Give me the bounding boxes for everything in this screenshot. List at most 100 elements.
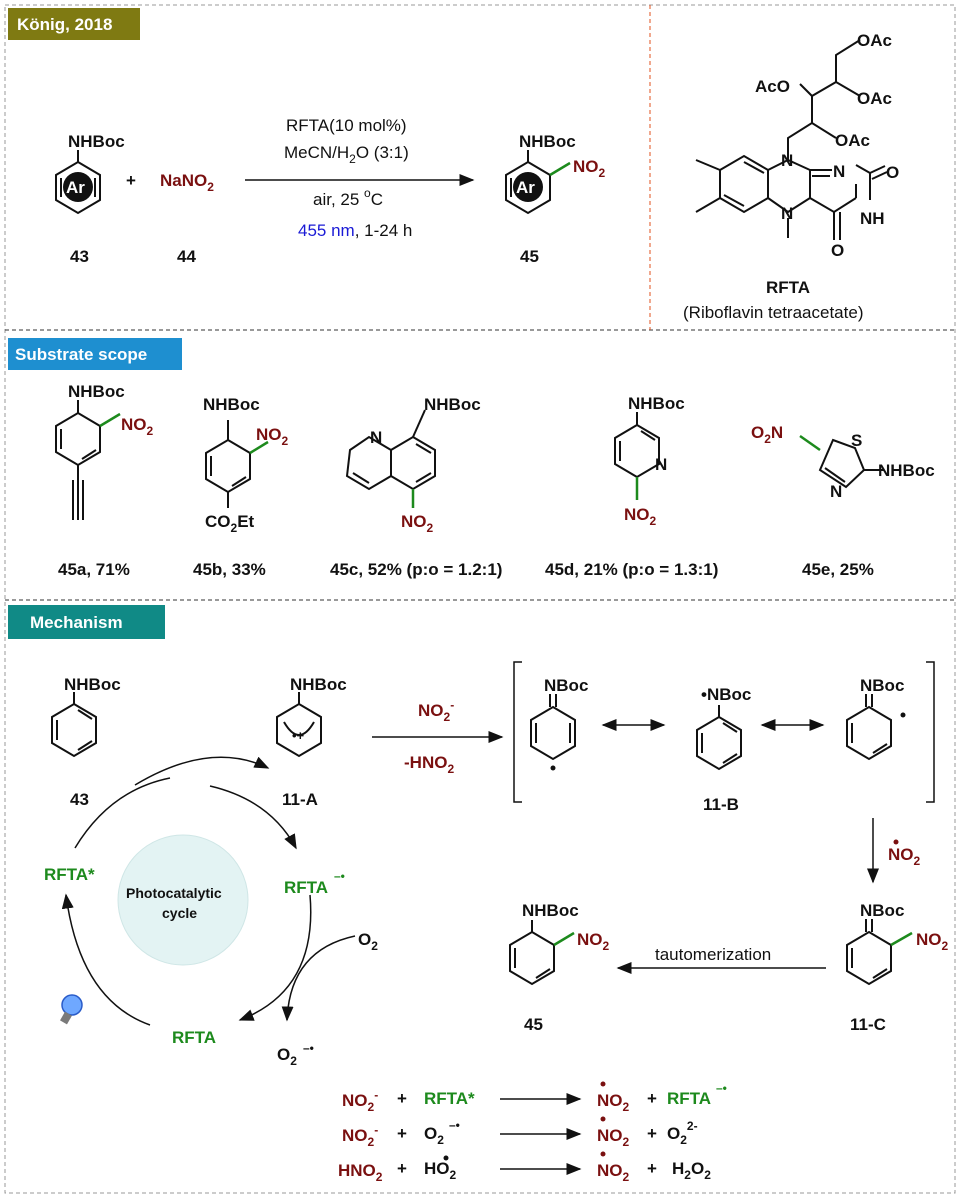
res2-nboc: •NBoc — [701, 685, 751, 704]
bracket-right — [926, 661, 935, 803]
badge-scope-text: Substrate scope — [15, 345, 147, 364]
eq3-left2: HO2 — [424, 1159, 457, 1182]
badge-scope — [8, 338, 182, 370]
eq2-plus2: + — [647, 1124, 657, 1143]
rfta-structure — [695, 39, 888, 240]
product-nhboc: NHBoc — [519, 132, 576, 151]
resonance-3 — [846, 694, 892, 761]
mech-11a-nhboc: NHBoc — [290, 675, 347, 694]
eq1-plus: + — [397, 1089, 407, 1108]
rfta-oac-2: OAc — [857, 89, 892, 108]
45a-nhboc: NHBoc — [68, 382, 125, 401]
res3-radical-dot — [900, 712, 906, 718]
compound-44: 44 — [177, 247, 196, 266]
rfta-fullname: (Riboflavin tetraacetate) — [683, 303, 863, 322]
45b-no2-bond — [249, 440, 269, 455]
condition-solvent: MeCN/H2O (3:1) — [284, 143, 409, 166]
45-no2-bond — [553, 931, 575, 947]
eq3-right2: H2O2 — [672, 1159, 711, 1182]
reactant-nhboc: NHBoc — [68, 132, 125, 151]
11c-no2-bond — [890, 931, 913, 947]
eq1-left2: RFTA* — [424, 1089, 475, 1108]
frames — [4, 4, 956, 1194]
condition-catalyst: RFTA(10 mol%) — [286, 116, 407, 135]
45c-nhboc: NHBoc — [424, 395, 481, 414]
section-reaction: König, 2018 Ar NHBoc 43 + NaNO2 44 RFTA(… — [8, 8, 899, 322]
badge-konig-text: König, 2018 — [17, 15, 112, 34]
rfta-oac-1: OAc — [857, 31, 892, 50]
substrate-45c — [345, 409, 436, 508]
rfta-oac-3: OAc — [835, 131, 870, 150]
substrate-45d — [614, 412, 660, 479]
res1-nboc: NBoc — [544, 676, 588, 695]
label-45d: 45d, 21% (p:o = 1.3:1) — [545, 560, 718, 579]
light-bulb-icon — [60, 994, 83, 1025]
45e-o2n: O2N — [751, 423, 783, 446]
label-45e: 45e, 25% — [802, 560, 874, 579]
mech-11a-radcation: •+ — [292, 728, 305, 743]
mech-11c-nboc: NBoc — [860, 901, 904, 920]
45d-nhboc: NHBoc — [628, 394, 685, 413]
45a-no2-bond — [99, 412, 121, 428]
45e-no2-bond — [799, 434, 821, 452]
eq3-right1: NO2 — [597, 1161, 630, 1184]
cycle-rfta-radical: RFTA — [284, 878, 328, 897]
condition-temperature: air, 25 oC — [313, 186, 383, 209]
cycle-label-2: cycle — [162, 905, 197, 921]
no2-radical-dot — [893, 839, 899, 845]
plus-sign: + — [126, 171, 136, 190]
eq3-ho2-dot — [443, 1155, 449, 1161]
res3-nboc: NBoc — [860, 676, 904, 695]
eq1-right2: RFTA — [667, 1089, 711, 1108]
mech-11a — [276, 692, 322, 758]
product-ar-circle — [513, 172, 543, 202]
45b-no2: NO2 — [256, 425, 289, 448]
mech-label-11a: 11-A — [282, 790, 318, 809]
resonance-1 — [530, 694, 576, 761]
mech-43 — [51, 692, 97, 758]
product-ar-label: Ar — [516, 178, 535, 197]
rfta-o-2: O — [831, 241, 844, 260]
45c-no2: NO2 — [401, 512, 434, 535]
badge-mechanism — [8, 605, 165, 639]
eq2-left1: NO2- — [342, 1123, 378, 1149]
cycle-label-1: Photocatalytic — [126, 885, 222, 901]
product-no2-bond — [549, 161, 571, 177]
substrate-45b — [205, 420, 251, 508]
label-45b: 45b, 33% — [193, 560, 266, 579]
reagent-nano2: NaNO2 — [160, 171, 214, 194]
condition-light: 455 nm, 1-24 h — [298, 221, 412, 240]
compound-43: 43 — [70, 247, 89, 266]
eq3-left1: HNO2 — [338, 1161, 383, 1184]
cycle-rfta-radical-sup: –• — [334, 869, 345, 883]
mech-label-45: 45 — [524, 1015, 543, 1034]
eq2-right1: NO2 — [597, 1126, 630, 1149]
eq2-dot — [600, 1116, 606, 1122]
substrate-45a — [55, 400, 101, 520]
eq2-left2-sup: –• — [449, 1118, 460, 1132]
eq3-plus: + — [397, 1159, 407, 1178]
resonance-2 — [696, 705, 742, 771]
45e-nhboc: NHBoc — [878, 461, 935, 480]
mech-step-hno2: -HNO2 — [404, 753, 454, 776]
mech-11c — [846, 919, 892, 986]
bracket-left — [513, 661, 522, 803]
photocatalytic-cycle-bg — [117, 834, 249, 966]
eq1-right2-sup: –• — [716, 1081, 727, 1095]
section-substrate-scope: Substrate scope NHBoc NO2 45a, 71% NHBoc… — [8, 338, 935, 579]
rfta-aco: AcO — [755, 77, 790, 96]
mech-45-nhboc: NHBoc — [522, 901, 579, 920]
mech-label-11b: 11-B — [703, 795, 739, 814]
res1-radical-dot — [550, 765, 556, 771]
tautomerization-label: tautomerization — [655, 945, 771, 964]
rfta-o-1: O — [886, 163, 899, 182]
ar-label: Ar — [66, 178, 85, 197]
45d-n: N — [655, 455, 667, 474]
mech-11c-no2: NO2 — [916, 930, 949, 953]
eq2-left2: O2 — [424, 1124, 444, 1147]
cycle-rfta: RFTA — [172, 1028, 216, 1047]
reactant-43 — [55, 150, 101, 215]
eq1-plus2: + — [647, 1089, 657, 1108]
